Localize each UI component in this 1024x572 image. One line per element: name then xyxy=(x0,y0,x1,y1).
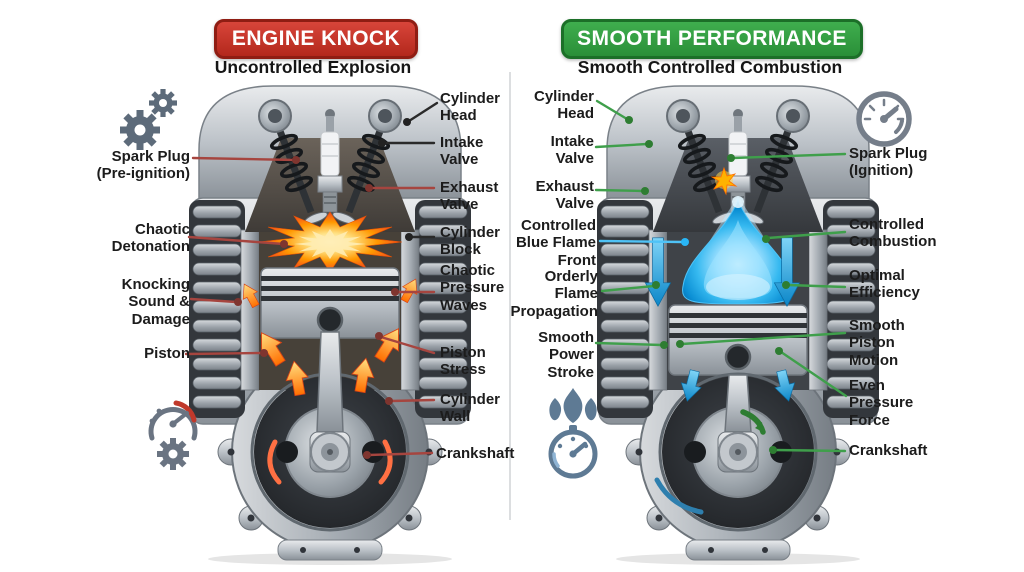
knock-swirl-flames xyxy=(267,439,393,485)
rotation-arrows xyxy=(654,409,766,515)
spark-plug-graphic xyxy=(317,109,343,230)
label-intake-valve-l: Intake Valve xyxy=(440,134,484,169)
label-chaotic-pressure-waves: Chaotic Pressure Waves xyxy=(440,262,505,314)
label-smooth-piston-motion: Smooth Piston Motion xyxy=(849,317,905,369)
valve-assemblies xyxy=(666,99,810,225)
gauge-gear-icon xyxy=(148,400,198,470)
performance-banner: SMOOTH PERFORMANCE xyxy=(561,19,863,59)
ignition-spark xyxy=(710,166,738,196)
connecting-rod xyxy=(316,331,344,433)
label-optimal-efficiency: Optimal Efficiency xyxy=(849,267,920,302)
label-controlled-combustion: Controlled Combustion xyxy=(849,216,937,251)
label-cylinder-head-l: Cylinder Head xyxy=(440,90,501,125)
blue-flame-graphic xyxy=(682,196,794,305)
label-cylinder-block: Cylinder Block xyxy=(440,224,501,259)
label-piston-stress: Piston Stress xyxy=(440,344,486,379)
label-piston: Piston xyxy=(144,345,190,362)
engine-knock-illustration xyxy=(189,85,471,565)
piston-graphic xyxy=(260,267,400,339)
label-cylinder-head-r: Cylinder Head xyxy=(533,88,594,123)
label-chaotic-detonation: Chaotic Detonation xyxy=(111,221,190,256)
knock-subtitle: Uncontrolled Explosion xyxy=(214,57,412,77)
engine-smooth-illustration xyxy=(597,85,879,565)
flame-gauge-icon xyxy=(548,388,598,479)
piston-graphic xyxy=(668,304,808,376)
crankcase-graphic xyxy=(635,372,841,553)
label-spark-plug-preignition: Spark Plug (Pre-ignition) xyxy=(96,148,190,183)
crankcase-graphic xyxy=(227,331,433,553)
label-orderly-flame-propagation: Orderly Flame Propagation xyxy=(510,268,598,320)
label-knocking-sound-damage: Knocking Sound & Damage xyxy=(121,276,190,328)
gears-icon xyxy=(120,89,177,150)
label-exhaust-valve-r: Exhaust Valve xyxy=(535,178,594,213)
label-crankshaft-r: Crankshaft xyxy=(849,442,928,459)
performance-subtitle: Smooth Controlled Combustion xyxy=(577,57,843,77)
label-intake-valve-r: Intake Valve xyxy=(550,133,594,168)
label-controlled-blue-flame-front: Controlled Blue Flame Front xyxy=(515,217,596,269)
label-cylinder-wall: Cylinder Wall xyxy=(440,391,501,426)
knock-banner: ENGINE KNOCK xyxy=(214,19,418,59)
label-exhaust-valve-l: Exhaust Valve xyxy=(440,179,499,214)
gauge-icon xyxy=(856,91,912,147)
label-crankshaft-l: Crankshaft xyxy=(436,445,515,462)
label-smooth-power-stroke: Smooth Power Stroke xyxy=(538,329,594,381)
label-even-pressure-force: Even Pressure Force xyxy=(849,377,914,429)
label-spark-plug-ignition: Spark Plug (Ignition) xyxy=(849,145,928,180)
panel-divider xyxy=(509,72,511,520)
connecting-rod xyxy=(724,374,752,433)
